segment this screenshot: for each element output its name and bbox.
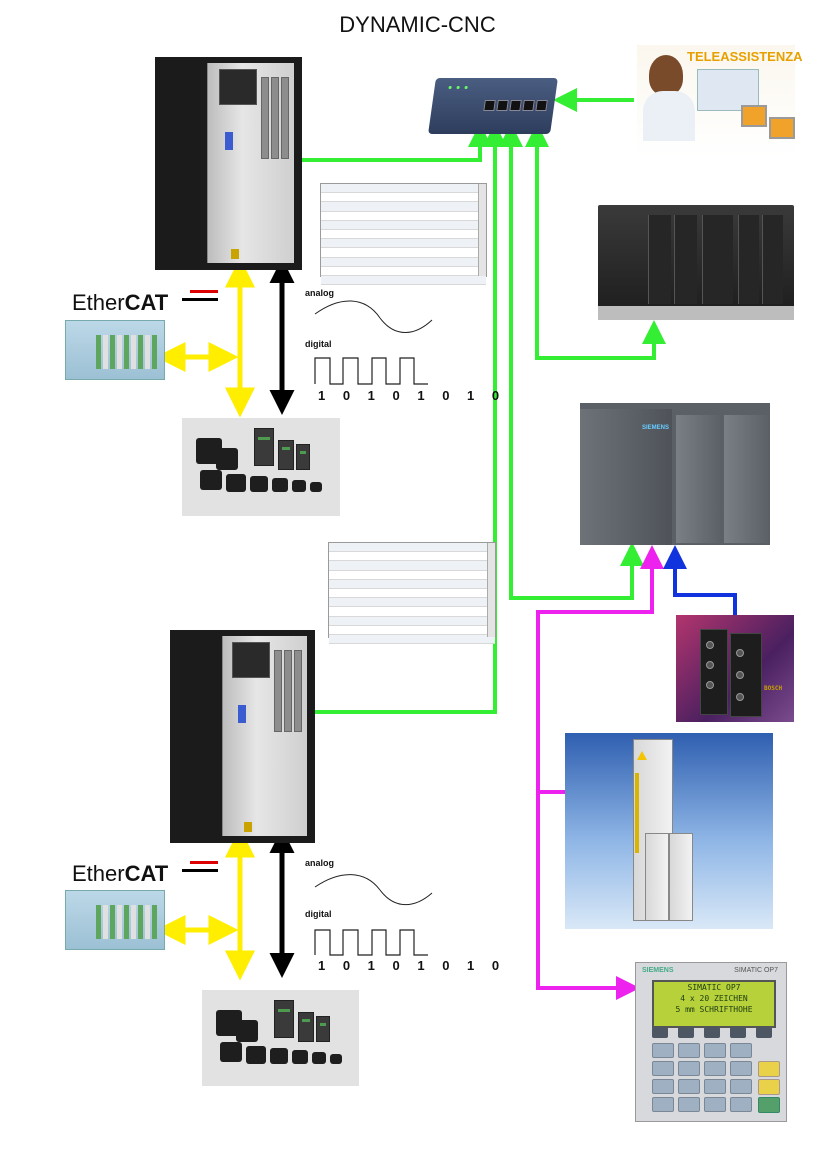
analog-wave-top — [314, 300, 433, 333]
ethercat-io-module-top — [65, 320, 165, 380]
op7-brand: SIEMENS — [642, 967, 674, 974]
diagram-title: DYNAMIC-CNC — [339, 12, 496, 37]
link-switch-plc1 — [535, 130, 666, 360]
industrial-pc-bottom — [170, 630, 315, 843]
network-switch — [428, 78, 558, 134]
servo-motors-bottom — [202, 990, 359, 1086]
analog-label-bottom: analog — [305, 858, 335, 868]
ip67-io-module: BOSCH — [676, 615, 794, 722]
teleassistance-image: TELEASSISTENZA — [637, 45, 803, 157]
link-switch-pc2 — [242, 130, 497, 724]
ethercat-logo-prefix: Ether — [72, 861, 125, 886]
digital-wave-bottom — [314, 929, 428, 956]
siemens-s7-300-plc: SIEMENS — [580, 403, 770, 545]
ethercat-links-bottom — [155, 827, 255, 981]
ethercat-logo-prefix: Ether — [72, 290, 125, 315]
digital-label-top: digital — [305, 339, 332, 349]
link-switch-plc-s7 — [509, 130, 644, 600]
analog-wave-bottom — [314, 874, 433, 906]
program-table-screenshot-top — [320, 183, 487, 286]
teleassistance-label: TELEASSISTENZA — [687, 49, 803, 64]
bits-label-top: 1 0 1 0 1 0 1 0 — [318, 388, 507, 403]
plc-compact — [598, 205, 794, 320]
ethercat-logo-suffix: CAT — [124, 861, 169, 886]
ip-module-brand: BOSCH — [764, 685, 783, 692]
op7-model: SIMATIC OP7 — [734, 967, 778, 974]
servo-motors-top — [182, 418, 340, 516]
ethercat-logo-suffix: CAT — [124, 290, 169, 315]
ethercat-logo-top: EtherCAT — [72, 290, 218, 316]
bits-label-bottom: 1 0 1 0 1 0 1 0 — [318, 958, 507, 973]
program-table-screenshot-bottom — [328, 542, 496, 645]
simatic-op7-panel: SIEMENS SIMATIC OP7 SIMATIC OP7 4 x 20 Z… — [635, 962, 787, 1122]
sinamics-drive-system — [565, 733, 773, 929]
ethercat-logo-bottom: EtherCAT — [72, 861, 218, 887]
ethercat-links-top — [155, 257, 255, 418]
op7-display-line2: 4 x 20 ZEICHEN — [680, 994, 748, 1003]
digital-wave-top — [314, 357, 428, 385]
op7-display: SIMATIC OP7 4 x 20 ZEICHEN 5 mm SCHRIFTH… — [652, 980, 776, 1028]
analog-label-top: analog — [305, 288, 335, 298]
digital-label-bottom: digital — [305, 909, 332, 919]
op7-display-line3: 5 mm SCHRIFTHOHE — [675, 1005, 753, 1014]
industrial-pc-top — [155, 57, 302, 270]
ethercat-io-module-bottom — [65, 890, 165, 950]
ethernet-links — [218, 88, 666, 724]
op7-display-line1: SIMATIC OP7 — [687, 983, 741, 992]
